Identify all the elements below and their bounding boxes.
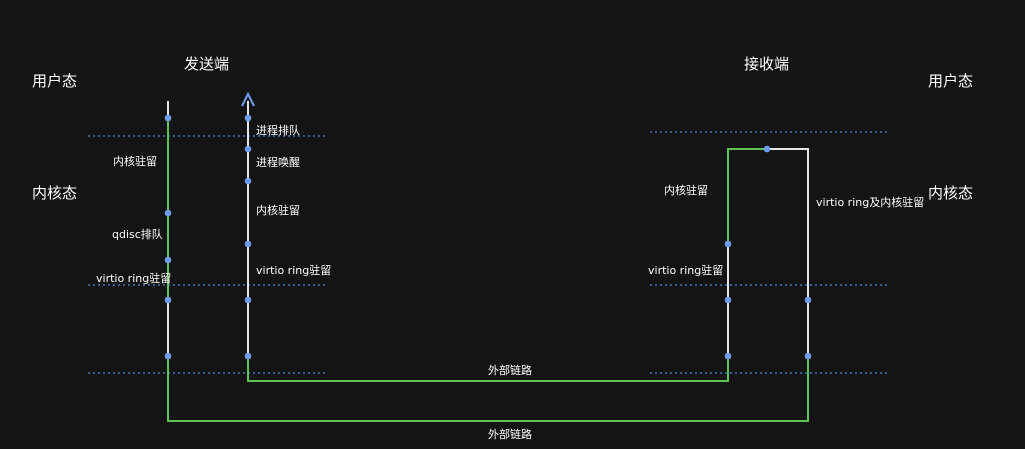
dot: [164, 256, 172, 264]
dot: [244, 352, 252, 360]
dot: [244, 296, 252, 304]
dot: [244, 145, 252, 153]
sender-title: 发送端: [184, 55, 230, 73]
dot: [164, 114, 172, 122]
label-virtio-kernel-receiver: virtio ring及内核驻留: [816, 196, 925, 209]
label-virtio-sender-right: virtio ring驻留: [256, 264, 332, 277]
label-virtio-receiver: virtio ring驻留: [648, 264, 724, 277]
label-kernel-stay-sender-right: 内核驻留: [256, 204, 300, 217]
dot: [804, 352, 812, 360]
dot: [164, 209, 172, 217]
label-kernel-stay-sender-left: 内核驻留: [113, 155, 157, 168]
label-process-wakeup: 进程唤醒: [256, 156, 300, 169]
inner-link-path: [247, 356, 729, 382]
divider-lines: [88, 131, 890, 374]
kernel-space-label-left: 内核态: [32, 184, 78, 202]
path-dots: [164, 114, 812, 360]
outer-link-path: [167, 356, 809, 422]
dot: [164, 352, 172, 360]
dot: [244, 177, 252, 185]
label-kernel-stay-receiver: 内核驻留: [664, 184, 708, 197]
dot: [804, 296, 812, 304]
receiver-right-line: [767, 148, 809, 356]
label-qdisc-queue: qdisc排队: [112, 228, 163, 241]
label-outer-link: 外部链路: [488, 428, 532, 441]
white-segments: [167, 101, 809, 356]
dot: [244, 240, 252, 248]
dot: [164, 296, 172, 304]
receiver-kernel-path: [727, 148, 767, 244]
kernel-space-label-right: 内核态: [928, 184, 974, 202]
label-inner-link: 外部链路: [488, 364, 532, 377]
label-virtio-sender-left: virtio ring驻留: [96, 272, 172, 285]
dot: [244, 114, 252, 122]
receiver-title: 接收端: [744, 55, 790, 73]
label-process-queue: 进程排队: [256, 124, 300, 137]
dot: [763, 145, 771, 153]
dot: [724, 240, 732, 248]
user-space-label-right: 用户态: [928, 72, 974, 90]
dot: [724, 352, 732, 360]
user-space-label-left: 用户态: [32, 72, 78, 90]
dot: [724, 296, 732, 304]
arrow-up-icon: [241, 91, 255, 107]
green-paths: [167, 118, 809, 422]
